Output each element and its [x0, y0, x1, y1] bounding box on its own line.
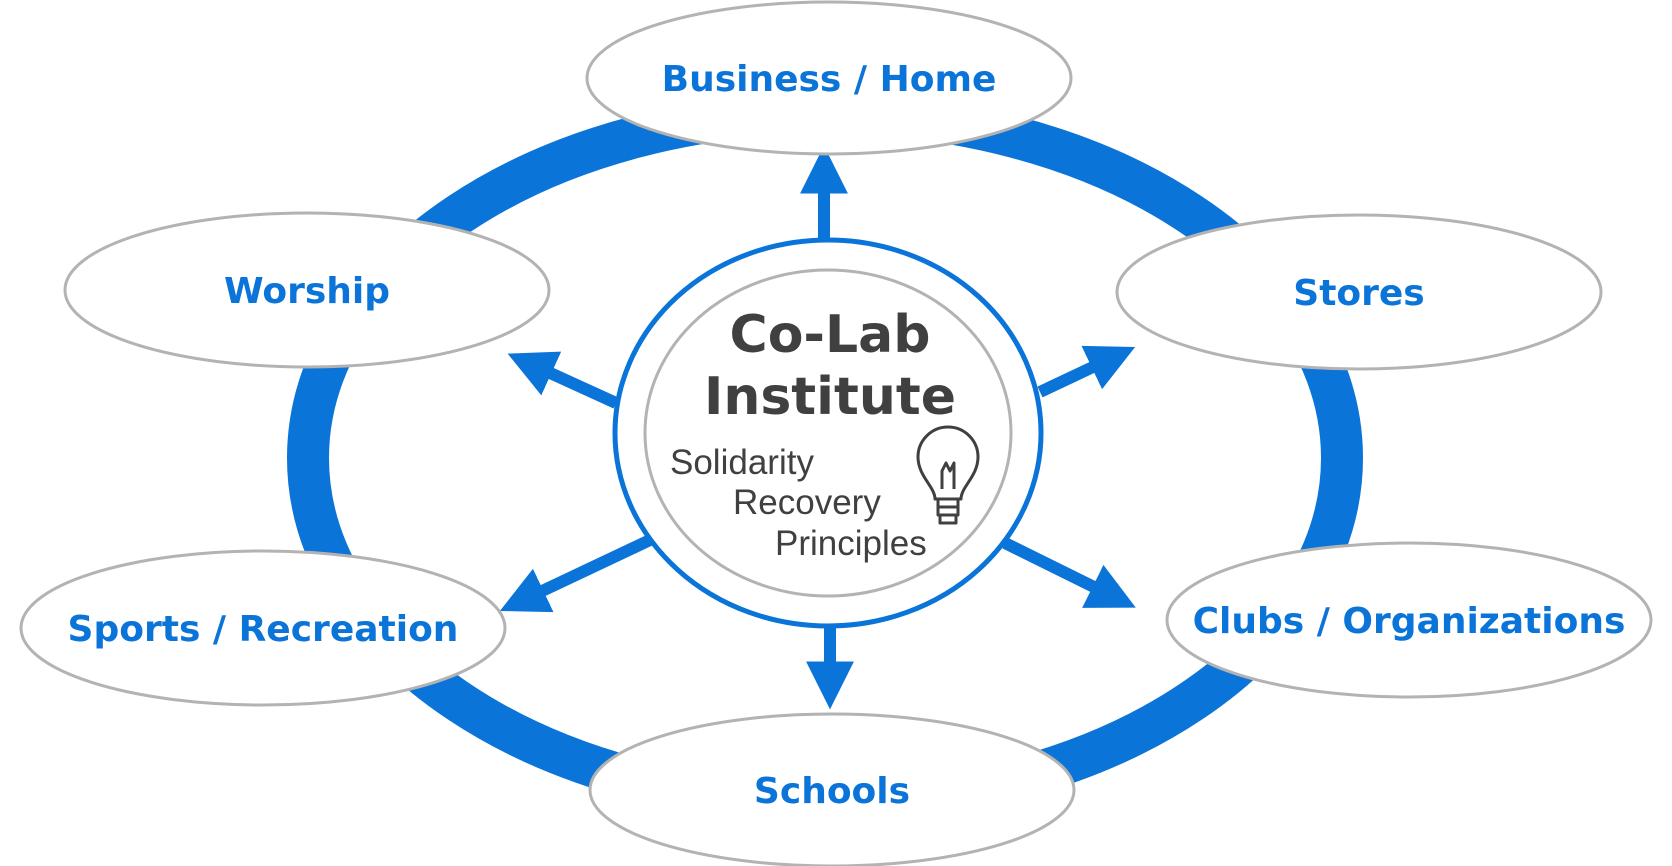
lightbulb-icon: [916, 425, 980, 525]
principle-recovery: Recovery: [733, 483, 881, 522]
node-ellipse: [588, 712, 1076, 866]
node-label: Schools: [754, 771, 910, 812]
arrow-clubs-organizations: [1002, 537, 1136, 608]
node-worship: Worship: [63, 211, 551, 369]
node-sports-recreation: Sports / Recreation: [19, 549, 507, 707]
center-title-line1: Co-Lab: [730, 305, 931, 365]
node-label: Sports / Recreation: [68, 609, 459, 650]
node-schools: Schools: [588, 712, 1076, 866]
node-label: Stores: [1293, 273, 1424, 314]
arrow-sports-recreation: [499, 534, 653, 613]
node-clubs-organizations: Clubs / Organizations: [1165, 541, 1653, 699]
center-inner-ellipse: [643, 268, 1013, 598]
node-ellipse: [19, 549, 507, 707]
node-ellipse: [1165, 541, 1653, 699]
node-label: Clubs / Organizations: [1193, 601, 1626, 642]
node-business-home: Business / Home: [585, 0, 1073, 156]
node-ellipse: [63, 211, 551, 369]
node-label: Business / Home: [662, 59, 997, 100]
arrow-stores: [1037, 345, 1136, 398]
center-title-line2: Institute: [704, 367, 956, 427]
node-ellipse: [1115, 213, 1603, 371]
center-hub: Co-Lab Institute Solidarity Recovery Pri…: [612, 237, 1044, 629]
arrow-worship: [507, 351, 619, 409]
principle-principles: Principles: [775, 524, 927, 563]
node-ellipse: [585, 0, 1073, 156]
arrows: [499, 145, 1136, 710]
node-stores: Stores: [1115, 213, 1603, 371]
principle-solidarity: Solidarity: [670, 443, 814, 482]
node-label: Worship: [224, 271, 390, 312]
